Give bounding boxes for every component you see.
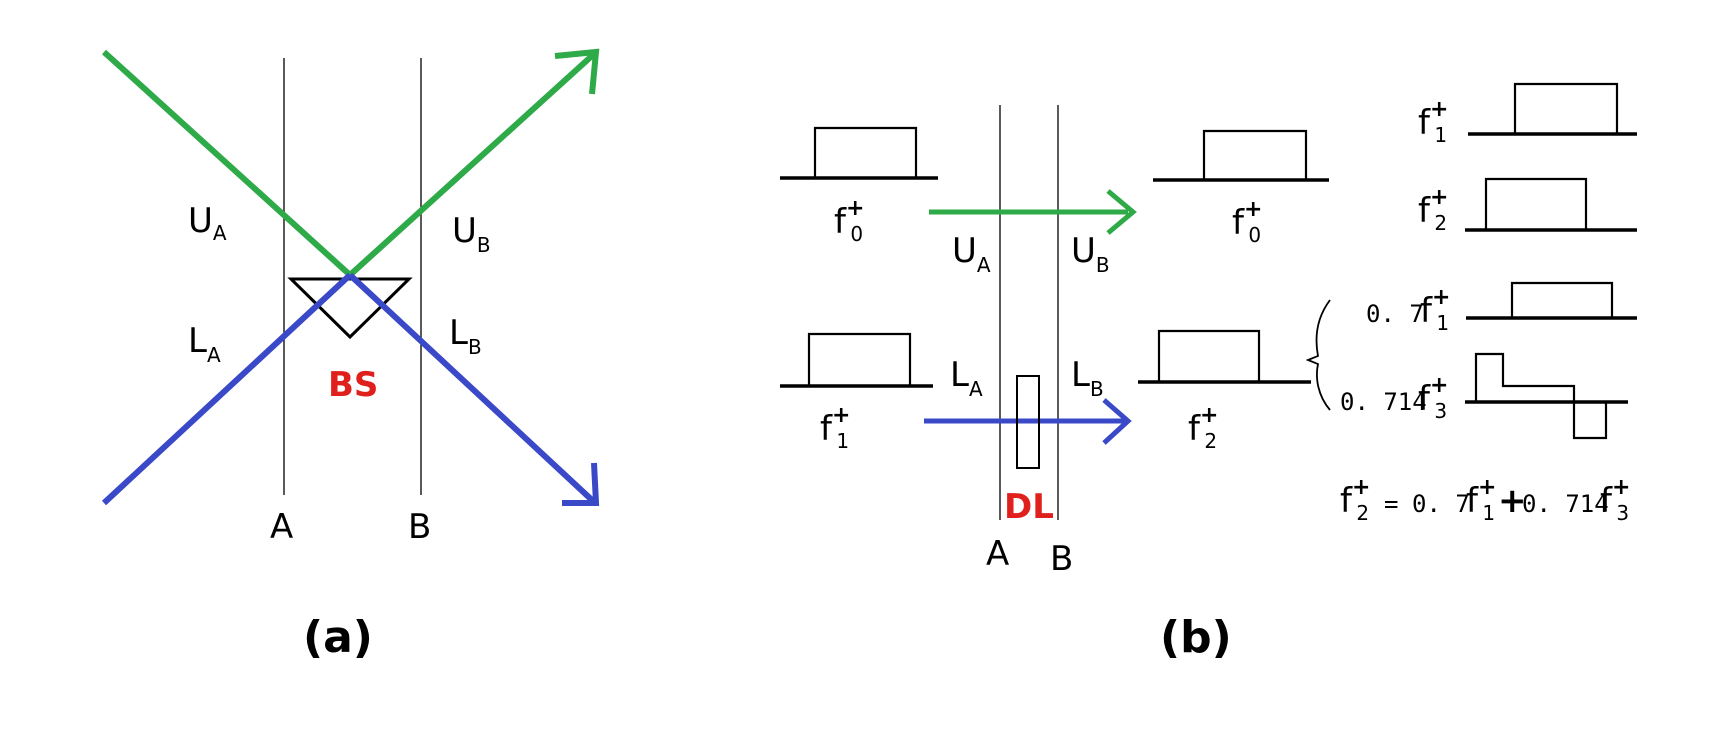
label-lb: LB xyxy=(449,313,482,359)
label-f0-in: f+0 xyxy=(834,196,864,246)
label-ub: UB xyxy=(452,211,491,257)
label-f0-out: f+0 xyxy=(1232,197,1262,247)
label-plane-b: B xyxy=(408,507,431,547)
label-dl: DL xyxy=(1004,487,1054,527)
beam-splitter-shape xyxy=(287,277,413,340)
equation: f+2 = 0. 7 f+1 + 0. 714 f+3 xyxy=(1340,475,1630,525)
brace xyxy=(1305,299,1331,411)
blue-beam-lower-out xyxy=(347,272,596,504)
svg-text:f+1: f+1 xyxy=(1420,285,1450,335)
svg-text:f+3: f+3 xyxy=(1600,475,1630,525)
label-ub-b: UB xyxy=(1071,231,1110,277)
label-f1-in: f+1 xyxy=(820,403,850,453)
label-plane-a: A xyxy=(270,507,293,547)
green-beam-upper-out xyxy=(347,51,597,278)
svg-text:f+2: f+2 xyxy=(1340,475,1370,525)
label-f2-out: f+2 xyxy=(1188,403,1218,453)
label-lb-b: LB xyxy=(1071,355,1104,401)
svg-text:0. 714: 0. 714 xyxy=(1522,490,1609,518)
svg-text:f+1: f+1 xyxy=(1466,475,1496,525)
pulse-f2-out xyxy=(1138,329,1311,384)
blue-arrowhead xyxy=(562,462,600,506)
svg-text:0. 7: 0. 7 xyxy=(1412,490,1470,518)
pulse-f0-out xyxy=(1153,129,1329,182)
svg-text:f+1: f+1 xyxy=(1418,97,1448,147)
svg-text:f+3: f+3 xyxy=(1418,373,1448,423)
svg-text:f+2: f+2 xyxy=(1418,185,1448,235)
label-la: LA xyxy=(188,321,221,367)
legend-f1: f+1 xyxy=(1418,82,1637,147)
pulse-f0-in xyxy=(780,126,938,180)
blue-arrowhead-b xyxy=(1102,398,1132,445)
label-plane-a-b: A xyxy=(986,534,1009,574)
blue-beam-lower-in xyxy=(101,272,353,506)
label-ua: UA xyxy=(188,201,227,245)
panel-b: f+0 f+0 f+1 f+2 UA UB LA LB DL A B f+1 f… xyxy=(780,82,1637,663)
pulse-f1-in xyxy=(780,332,933,388)
svg-text:=: = xyxy=(1384,490,1398,518)
green-beam-upper-in xyxy=(101,49,353,278)
legend-07-f1: 0. 7 f+1 xyxy=(1366,281,1637,335)
caption-a: (a) xyxy=(303,612,373,663)
svg-text:0. 714: 0. 714 xyxy=(1340,388,1427,416)
svg-text:0. 7: 0. 7 xyxy=(1366,300,1424,328)
label-bs: BS xyxy=(328,365,378,405)
caption-b: (b) xyxy=(1160,612,1232,663)
legend-f2: f+2 xyxy=(1418,177,1637,235)
panel-a: UA UB LA LB BS A B (a) xyxy=(101,48,600,663)
svg-text:+: + xyxy=(1498,481,1527,521)
legend-0714-f3: 0. 714 f+3 xyxy=(1340,352,1628,440)
label-ua-b: UA xyxy=(952,231,991,277)
delay-line-shape xyxy=(1016,375,1040,469)
green-arrowhead-b xyxy=(1106,189,1137,235)
label-plane-b-b: B xyxy=(1050,539,1073,579)
label-la-b: LA xyxy=(950,355,983,401)
green-arrowhead xyxy=(554,48,600,95)
